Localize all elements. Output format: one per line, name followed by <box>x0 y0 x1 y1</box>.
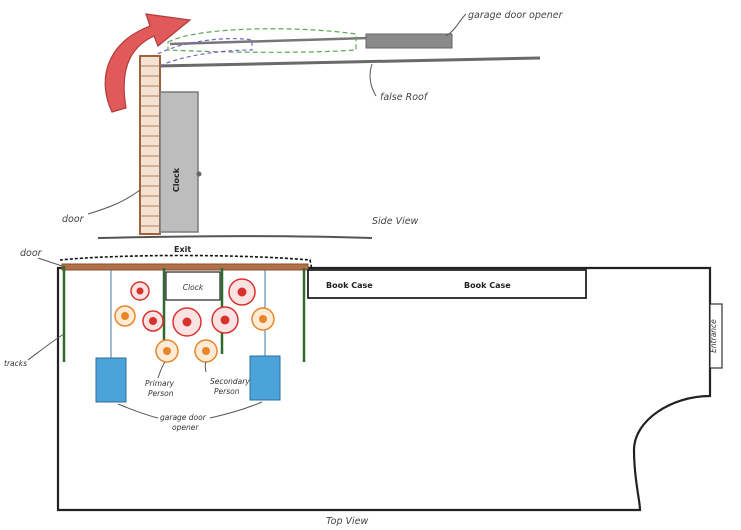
side-opener-label: garage door opener <box>468 10 564 21</box>
clock-knob <box>196 171 202 177</box>
secondary-person <box>155 339 179 363</box>
primary-person <box>130 281 150 301</box>
side-view: Clock garage door opener false Roof door… <box>62 10 564 239</box>
opener-box-left <box>95 357 127 403</box>
top-clock <box>165 271 221 301</box>
primary-person <box>211 306 239 334</box>
opener-motor <box>365 33 453 49</box>
bookcase <box>307 269 587 299</box>
opener-rail <box>169 36 369 46</box>
primary-person-leader <box>157 361 166 379</box>
side-view-caption: Side View <box>372 216 419 227</box>
people <box>114 278 275 363</box>
primary-person <box>228 278 256 306</box>
secondary-person-leader <box>204 361 207 373</box>
secondary-person <box>251 307 275 331</box>
opener-box-right <box>249 355 281 401</box>
secondary-person <box>114 305 136 327</box>
false-roof-leader <box>369 63 377 97</box>
primary-person <box>172 307 202 337</box>
door-swing-arrow <box>104 13 192 113</box>
top-door-label: door <box>20 248 43 259</box>
primary-person-label: Primary Person <box>145 379 177 398</box>
top-door <box>61 263 309 271</box>
exit-dotted-line <box>59 254 313 271</box>
side-door-leader <box>87 189 141 215</box>
exit-label: Exit <box>174 245 191 254</box>
top-view: Entrance Exit door tracks Clock Book Cas… <box>4 245 723 527</box>
bookcase-left-label: Book Case <box>326 281 373 290</box>
top-opener-label: garage door opener <box>160 413 208 432</box>
false-roof-label: false Roof <box>380 92 429 103</box>
door-open-dashed <box>145 38 253 141</box>
side-floor-line <box>97 235 373 239</box>
primary-person <box>142 310 164 332</box>
top-door-leader <box>37 257 63 267</box>
side-clock <box>159 91 199 233</box>
secondary-person-label: Secondary Person <box>210 377 252 396</box>
opener-label-leader <box>445 13 467 37</box>
side-door <box>139 55 161 235</box>
door-segments <box>140 65 160 227</box>
bookcase-right-label: Book Case <box>464 281 511 290</box>
opener-open-dashed <box>167 28 357 53</box>
opener-leader-left <box>117 403 159 419</box>
top-view-caption: Top View <box>326 516 368 527</box>
top-clock-label: Clock <box>183 283 204 292</box>
tracks-leader <box>27 333 65 361</box>
side-clock-label: Clock <box>172 167 181 192</box>
secondary-person <box>194 339 218 363</box>
false-roof-line <box>157 56 541 68</box>
entrance-door <box>709 303 723 369</box>
tracks-label: tracks <box>4 359 27 368</box>
entrance-label: Entrance <box>709 319 718 353</box>
room-outline <box>56 266 712 512</box>
side-door-label: door <box>62 214 85 225</box>
opener-leader-right <box>209 401 263 419</box>
